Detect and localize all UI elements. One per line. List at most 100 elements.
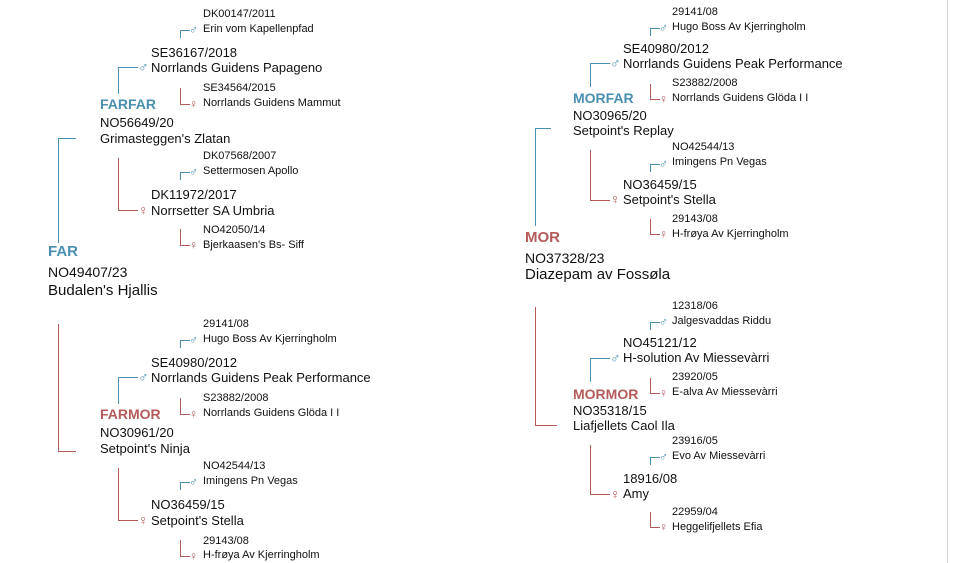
mormor-name[interactable]: Liafjellets Caol Ila xyxy=(573,418,675,433)
mormor-sire-reg: NO45121/12 xyxy=(623,335,697,350)
farmor-dam-sire-reg: NO42544/13 xyxy=(203,460,266,472)
far-reg: NO49407/23 xyxy=(48,264,128,280)
farmor-dam-sire-name[interactable]: Imingens Pn Vegas xyxy=(203,475,298,487)
farfar-dam-reg: DK11972/2017 xyxy=(151,187,237,202)
farfar-reg: NO56649/20 xyxy=(100,115,174,130)
connector-line xyxy=(58,138,76,139)
connector-line xyxy=(590,63,610,64)
connector-line xyxy=(58,324,59,451)
far-role: FAR xyxy=(48,243,78,260)
mormor-dam-name[interactable]: Amy xyxy=(623,486,649,501)
mormor-dam-reg: 18916/08 xyxy=(623,471,678,486)
farmor-sire-sire-name[interactable]: Hugo Boss Av Kjerringholm xyxy=(203,333,337,345)
mor-name[interactable]: Diazepam av Fossøla xyxy=(525,266,671,283)
mormor-reg: NO35318/15 xyxy=(573,403,647,418)
connector-line xyxy=(180,556,190,557)
connector-line xyxy=(180,104,190,105)
connector-line xyxy=(650,84,651,99)
male-icon: ♂ xyxy=(659,21,668,35)
morfar-dam-sire-name[interactable]: Imingens Pn Vegas xyxy=(672,156,767,168)
connector-line xyxy=(650,219,651,234)
farmor-role: FARMOR xyxy=(100,406,161,422)
female-icon: ♀ xyxy=(659,386,668,400)
male-icon: ♂ xyxy=(189,23,198,37)
connector-line xyxy=(180,172,181,180)
farmor-sire-sire-reg: 29141/08 xyxy=(203,318,249,330)
connector-line xyxy=(650,378,651,393)
morfar-sire-name[interactable]: Norrlands Guidens Peak Performance xyxy=(623,56,843,71)
mormor-sire-sire-name[interactable]: Jalgesvaddas Riddu xyxy=(672,315,772,327)
mormor-dam-sire-name[interactable]: Evo Av Miessevàrri xyxy=(672,450,766,462)
morfar-sire-sire-reg: 29141/08 xyxy=(672,6,718,18)
connector-line xyxy=(180,30,181,38)
female-icon: ♀ xyxy=(189,407,198,421)
panel-edge xyxy=(947,0,948,563)
farfar-dam-sire-name[interactable]: Settermosen Apollo xyxy=(203,165,299,177)
connector-line xyxy=(180,229,181,245)
farmor-dam-name[interactable]: Setpoint's Stella xyxy=(151,513,244,528)
mormor-dam-dam-name[interactable]: Heggelifjellets Efia xyxy=(672,521,763,533)
connector-line xyxy=(590,358,610,359)
connector-line xyxy=(650,99,660,100)
morfar-reg: NO30965/20 xyxy=(573,108,647,123)
connector-line xyxy=(650,164,660,165)
morfar-dam-reg: NO36459/15 xyxy=(623,177,697,192)
connector-line xyxy=(180,340,181,348)
mor-reg: NO37328/23 xyxy=(525,250,605,266)
female-icon: ♀ xyxy=(610,191,621,207)
farmor-sire-name[interactable]: Norrlands Guidens Peak Performance xyxy=(151,370,371,385)
connector-line xyxy=(650,457,660,458)
connector-line xyxy=(590,150,591,200)
morfar-sire-sire-name[interactable]: Hugo Boss Av Kjerringholm xyxy=(672,21,806,33)
connector-line xyxy=(535,128,536,226)
connector-line xyxy=(118,468,119,520)
connector-line xyxy=(650,28,660,29)
connector-line xyxy=(650,512,651,527)
farfar-dam-name[interactable]: Norrsetter SA Umbria xyxy=(151,203,275,218)
morfar-dam-name[interactable]: Setpoint's Stella xyxy=(623,192,716,207)
mormor-sire-sire-reg: 12318/06 xyxy=(672,300,718,312)
connector-line xyxy=(118,520,138,521)
farfar-sire-sire-name[interactable]: Erin vom Kapellenpfad xyxy=(203,23,314,35)
connector-line xyxy=(650,457,651,465)
female-icon: ♀ xyxy=(138,202,149,218)
morfar-sire-dam-name[interactable]: Norrlands Guidens Glöda I I xyxy=(672,92,809,104)
farmor-sire-dam-name[interactable]: Norrlands Guidens Glöda I I xyxy=(203,407,340,419)
morfar-dam-dam-name[interactable]: H-frøya Av Kjerringholm xyxy=(672,228,789,240)
connector-line xyxy=(180,398,181,414)
farmor-name[interactable]: Setpoint's Ninja xyxy=(100,441,190,456)
mor-role: MOR xyxy=(525,229,560,246)
connector-line xyxy=(650,527,660,528)
mormor-dam-sire-reg: 23916/05 xyxy=(672,435,718,447)
farfar-sire-name[interactable]: Norrlands Guidens Papageno xyxy=(151,60,323,75)
connector-line xyxy=(118,377,138,378)
male-icon: ♂ xyxy=(659,157,668,171)
male-icon: ♂ xyxy=(610,350,621,366)
farmor-sire-reg: SE40980/2012 xyxy=(151,355,238,370)
connector-line xyxy=(650,322,651,330)
morfar-role: MORFAR xyxy=(573,90,634,106)
farfar-sire-dam-name[interactable]: Norrlands Guidens Mammut xyxy=(203,97,341,109)
female-icon: ♀ xyxy=(659,520,668,534)
farmor-dam-dam-name[interactable]: H-frøya Av Kjerringholm xyxy=(203,549,320,561)
connector-line xyxy=(650,164,651,172)
female-icon: ♀ xyxy=(659,227,668,241)
mormor-sire-name[interactable]: H-solution Av Miessevàrri xyxy=(623,350,770,365)
farfar-dam-sire-reg: DK07568/2007 xyxy=(203,150,277,162)
far-name[interactable]: Budalen's Hjallis xyxy=(48,282,158,299)
connector-line xyxy=(180,482,190,483)
mormor-sire-dam-name[interactable]: E-alva Av Miessevàrri xyxy=(672,386,778,398)
farfar-dam-dam-name[interactable]: Bjerkaasen's Bs- Siff xyxy=(203,239,304,251)
male-icon: ♂ xyxy=(138,369,149,385)
connector-line xyxy=(650,322,660,323)
farfar-name[interactable]: Grimasteggen's Zlatan xyxy=(100,131,231,146)
male-icon: ♂ xyxy=(659,315,668,329)
morfar-sire-reg: SE40980/2012 xyxy=(623,41,710,56)
connector-line xyxy=(118,67,138,68)
female-icon: ♀ xyxy=(610,486,621,502)
farfar-role: FARFAR xyxy=(100,96,156,112)
morfar-name[interactable]: Setpoint's Replay xyxy=(573,123,674,138)
farfar-dam-dam-reg: NO42050/14 xyxy=(203,224,266,236)
female-icon: ♀ xyxy=(189,549,198,563)
morfar-dam-dam-reg: 29143/08 xyxy=(672,213,718,225)
